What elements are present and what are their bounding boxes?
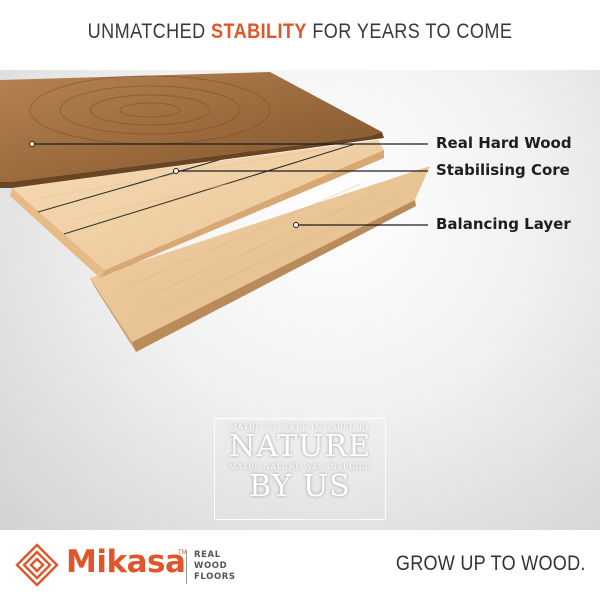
marker-dot <box>293 222 299 228</box>
floor-layers-illustration: Real Hard Wood Stabilising Core Balancin… <box>0 70 600 530</box>
marker-dot <box>173 168 179 174</box>
stabilising-core-layer <box>10 135 384 278</box>
stamp-line-3: MAYBE NATURE WAS INSPIRED <box>228 462 372 471</box>
headline-highlight: STABILITY <box>211 20 307 43</box>
mikasa-logo-icon <box>15 543 59 587</box>
label-real-hard-wood: Real Hard Wood <box>436 134 572 152</box>
wood-layers-graphic <box>0 72 430 352</box>
footer: Mikasa TM REAL WOOD FLOORS GROW UP TO WO… <box>0 530 600 600</box>
leader-lines <box>32 143 428 226</box>
marker-dot <box>29 141 35 147</box>
balancing-layer <box>90 166 430 352</box>
label-balancing-layer: Balancing Layer <box>436 215 571 233</box>
tagline: GROW UP TO WOOD. <box>396 552 586 575</box>
trademark-mark: TM <box>178 550 187 556</box>
headline: UNMATCHED STABILITY FOR YEARS TO COME <box>42 20 558 44</box>
nature-stamp: MAYBE WE WERE INSPIRED BY NATURE MAYBE N… <box>214 418 386 520</box>
headline-suffix: FOR YEARS TO COME <box>306 20 513 43</box>
label-stabilising-core: Stabilising Core <box>436 161 570 179</box>
brand-subtitle-line-3: FLOORS <box>194 572 236 582</box>
stamp-line-4: BY US <box>249 469 351 504</box>
stamp-line-1: MAYBE WE WERE INSPIRED BY <box>229 422 371 431</box>
brand-subtitle: REAL WOOD FLOORS <box>194 550 236 583</box>
stamp-line-2: NATURE <box>228 429 372 464</box>
footer-divider <box>186 550 187 584</box>
headline-prefix: UNMATCHED <box>87 20 212 43</box>
brand-name: Mikasa <box>66 544 186 580</box>
brand-subtitle-line-2: WOOD <box>194 561 228 571</box>
brand-subtitle-line-1: REAL <box>194 550 221 560</box>
